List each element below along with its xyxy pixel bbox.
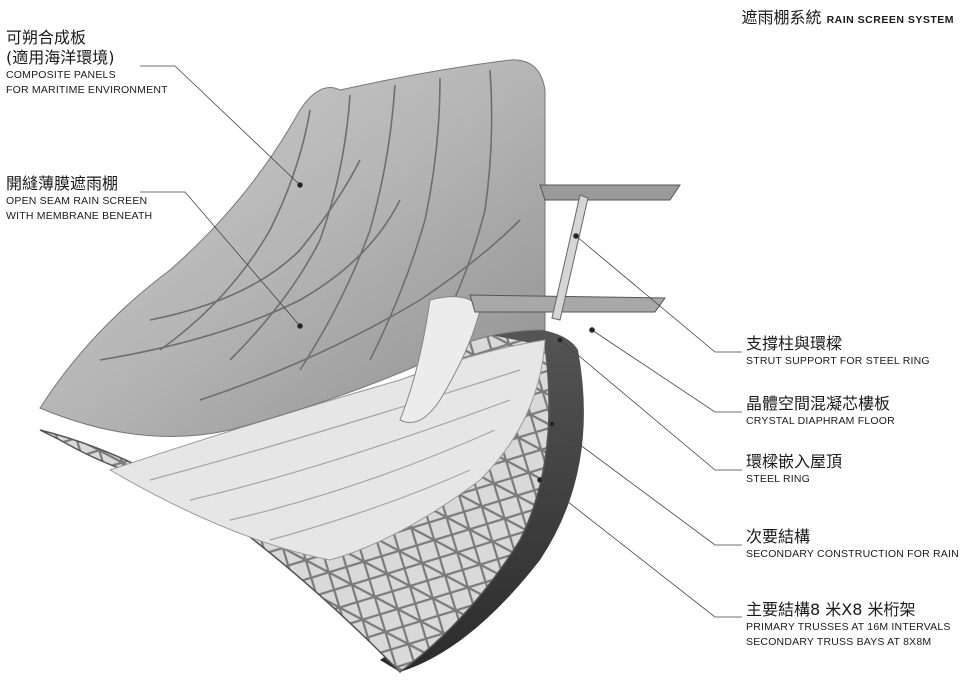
primary-en-2: SECONDARY TRUSS BAYS AT 8X8M — [746, 636, 932, 648]
openseam-zh: 開縫薄膜遮雨棚 — [6, 174, 119, 193]
strut-en: STRUT SUPPORT FOR STEEL RING — [746, 355, 930, 367]
label-open-seam: 開縫薄膜遮雨棚 OPEN SEAM RAIN SCREEN WITH MEMBR… — [6, 174, 152, 224]
composite-en-2: FOR MARITIME ENVIRONMENT — [6, 84, 168, 96]
label-steel-ring: 環樑嵌入屋頂 STEEL RING — [746, 452, 842, 487]
label-primary: 主要結構8 米X8 米桁架 PRIMARY TRUSSES AT 16M INT… — [746, 600, 951, 650]
steel-ring-shell — [380, 327, 584, 672]
diaphragm-floor-slab — [469, 294, 666, 313]
floor-zh: 晶體空間混凝芯樓板 — [746, 394, 891, 413]
label-floor: 晶體空間混凝芯樓板 CRYSTAL DIAPHRAM FLOOR — [746, 394, 895, 429]
label-composite-panels: 可朔合成板 (適用海洋環境) COMPOSITE PANELS FOR MARI… — [6, 28, 168, 98]
floor-en: CRYSTAL DIAPHRAM FLOOR — [746, 415, 895, 427]
strut — [551, 194, 589, 321]
composite-panel-surface — [39, 59, 546, 437]
secondary-zh: 次要結構 — [746, 527, 811, 546]
openseam-en-1: OPEN SEAM RAIN SCREEN — [6, 195, 148, 207]
strut-zh: 支撐柱與環樑 — [746, 334, 843, 353]
label-secondary: 次要結構 SECONDARY CONSTRUCTION FOR RAIN SCR… — [746, 527, 960, 562]
title-zh: 遮雨棚系統 — [741, 8, 822, 27]
secondary-en: SECONDARY CONSTRUCTION FOR RAIN SCREEN — [746, 548, 960, 560]
primary-en-1: PRIMARY TRUSSES AT 16M INTERVALS — [746, 621, 951, 633]
leader-lines — [140, 65, 742, 618]
ring-en: STEEL RING — [746, 473, 811, 485]
openseam-en-2: WITH MEMBRANE BENEATH — [6, 210, 153, 222]
primary-zh: 主要結構8 米X8 米桁架 — [746, 600, 916, 619]
composite-zh-2: (適用海洋環境) — [6, 48, 115, 67]
title-en: RAIN SCREEN SYSTEM — [826, 14, 954, 26]
composite-zh-1: 可朔合成板 — [6, 28, 87, 47]
composite-en-1: COMPOSITE PANELS — [6, 69, 116, 81]
ring-zh: 環樑嵌入屋頂 — [746, 452, 843, 471]
diagram-title: 遮雨棚系統 RAIN SCREEN SYSTEM — [741, 4, 954, 28]
label-strut: 支撐柱與環樑 STRUT SUPPORT FOR STEEL RING — [746, 334, 930, 369]
diaphragm-floor-slab — [539, 184, 681, 201]
